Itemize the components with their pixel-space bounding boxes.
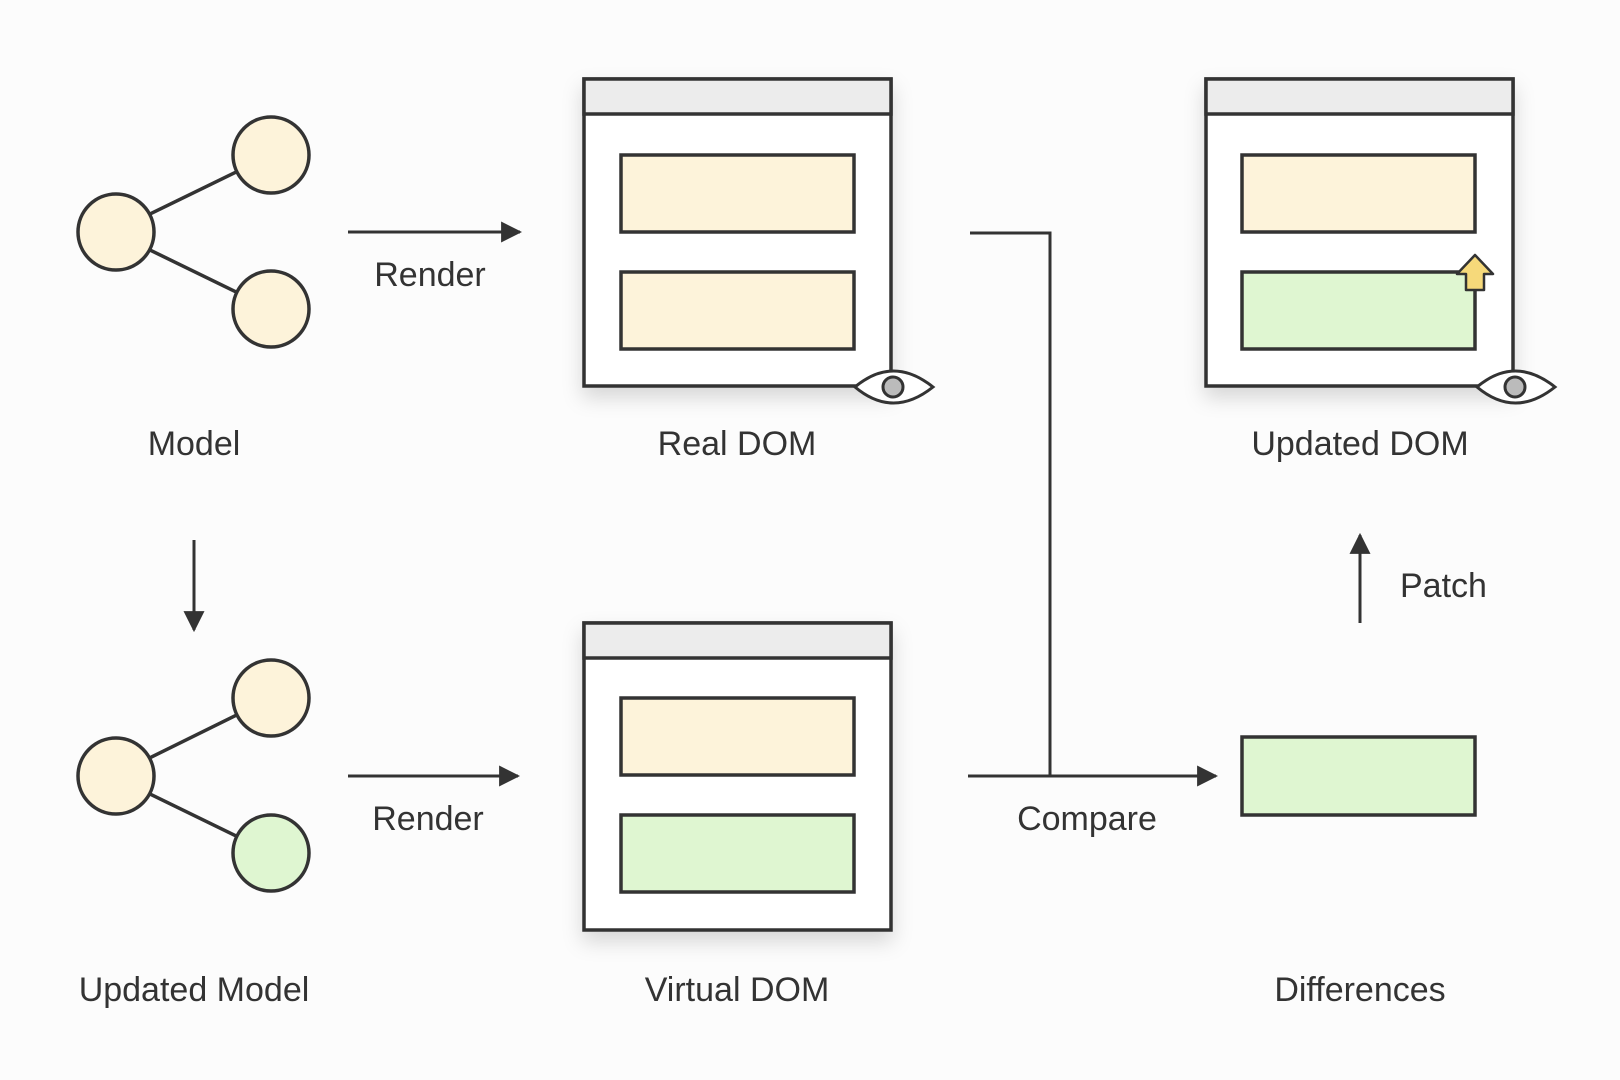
real-dom-element-2 <box>619 270 856 351</box>
virtual-dom-label: Virtual DOM <box>645 971 830 1009</box>
model-child-node-top <box>231 115 311 195</box>
render-label-bottom: Render <box>372 800 484 838</box>
virtual-dom-titlebar <box>582 621 893 660</box>
updated-model-changed-node <box>231 813 311 893</box>
model-label: Model <box>148 425 241 463</box>
patch-label: Patch <box>1400 567 1487 605</box>
differences-box <box>1240 735 1477 817</box>
real-dom-label: Real DOM <box>658 425 817 463</box>
differences-label: Differences <box>1274 971 1445 1009</box>
compare-connector-line <box>970 231 1052 776</box>
updated-dom-window <box>1204 77 1558 405</box>
real-dom-titlebar <box>582 77 893 116</box>
virtual-dom-window <box>582 621 893 932</box>
model-tree <box>76 115 311 349</box>
updated-model-label: Updated Model <box>79 971 310 1009</box>
model-root-node <box>76 192 156 272</box>
updated-model-tree <box>76 658 311 893</box>
compare-label: Compare <box>1017 800 1157 838</box>
updated-dom-label: Updated DOM <box>1251 425 1468 463</box>
updated-model-root-node <box>76 736 156 816</box>
updated-dom-eye-icon <box>1474 369 1558 405</box>
patch-up-arrow-icon <box>1455 253 1495 292</box>
virtual-dom-element-1 <box>619 696 856 777</box>
real-dom-window <box>582 77 936 405</box>
virtual-dom-element-changed <box>619 813 856 894</box>
updated-model-child-node-top <box>231 658 311 738</box>
model-child-node-bottom <box>231 269 311 349</box>
updated-dom-element-1 <box>1240 153 1477 234</box>
real-dom-element-1 <box>619 153 856 234</box>
updated-dom-titlebar <box>1204 77 1515 116</box>
updated-dom-element-patched <box>1240 270 1477 351</box>
real-dom-eye-icon <box>852 369 936 405</box>
render-label-top: Render <box>374 256 486 294</box>
